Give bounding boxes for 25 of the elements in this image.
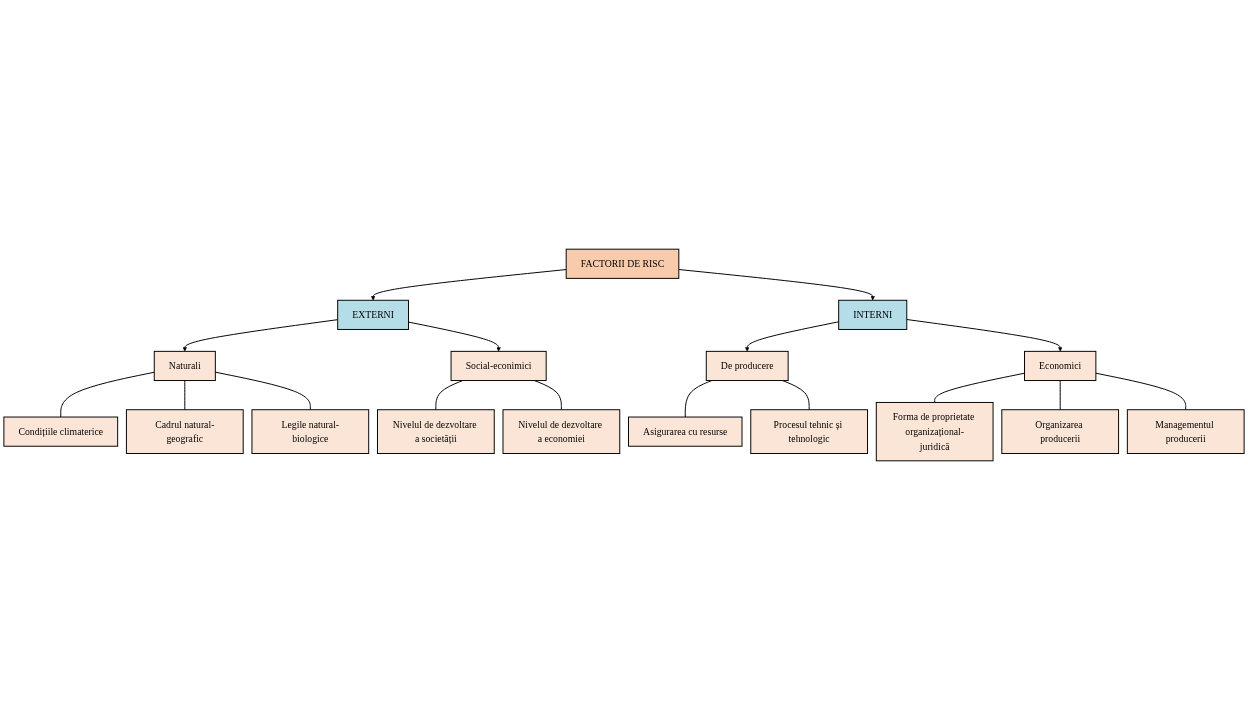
node-box: Social-econimici (450, 350, 547, 382)
node-box: FACTORII DE RISC (565, 248, 680, 279)
connector (1095, 372, 1187, 411)
connector (934, 372, 1025, 403)
node-box: Legile natural-biologice (251, 409, 370, 454)
node-box: Cadrul natural-geografic (125, 409, 244, 454)
node-box: Managementul producerii (1126, 409, 1245, 454)
node-box: Economici (1024, 350, 1097, 382)
node-box: EXTERNI (337, 299, 409, 330)
node-box: Procesul tehnic și tehnologic (750, 409, 868, 454)
node-box: Nivelul de dezvoltare a economiei (502, 409, 621, 454)
node-box: Asigurarea cu resurse (628, 416, 743, 447)
connector (60, 371, 155, 418)
connector (214, 371, 311, 411)
node-box: INTERNI (838, 299, 908, 330)
node-box: Condițiile climaterice (3, 416, 119, 447)
connector (1059, 380, 1061, 411)
connector (184, 380, 186, 411)
connector (534, 380, 562, 411)
node-box: Naturali (153, 350, 216, 382)
node-box: Nivelul de dezvoltare a societății (377, 409, 495, 454)
node-box: Forma de proprietate organizațional-juridică (875, 401, 994, 462)
connector (782, 380, 810, 411)
node-box: Organizarea producerii (1001, 409, 1120, 454)
node-box: De producere (705, 350, 789, 382)
